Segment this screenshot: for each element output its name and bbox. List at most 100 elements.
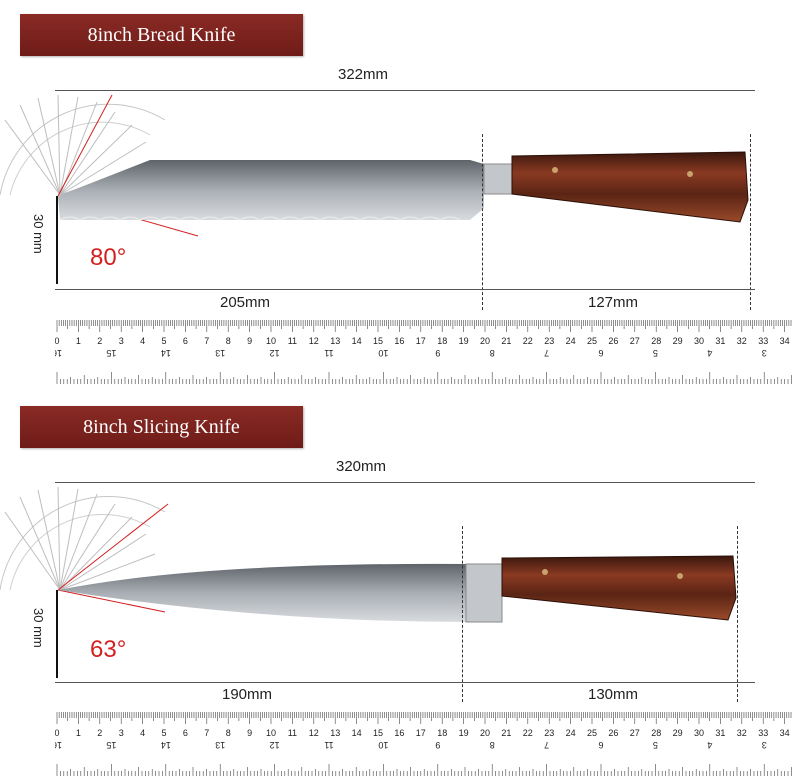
handle-length-label: 127mm [588,294,639,311]
ruler-cm-label: 27 [630,728,640,738]
ruler-cm-label: 5 [161,728,166,738]
ruler-cm-label: 11 [288,336,297,346]
ruler-cm-label: 17 [416,728,426,738]
ruler-cm-label: 17 [416,336,426,346]
handle-end-divider [750,134,751,310]
segment-line [55,682,755,683]
total-length-label: 322mm [338,66,389,83]
ruler-cm-label: 10 [266,728,276,738]
ruler-cm-label: 13 [330,336,340,346]
ruler-cm-label: 15 [373,336,383,346]
ruler-inch-label: 11 [324,740,333,750]
ruler-cm-label: 32 [737,336,747,346]
knife-handle [501,555,737,621]
total-length-label: 320mm [336,458,387,475]
ruler-cm-label: 31 [715,336,725,346]
ruler-cm-label: 25 [587,728,597,738]
ruler-cm-label: 29 [673,336,683,346]
ruler-cm-label: 8 [226,728,231,738]
bolster [483,163,513,195]
ruler-inch-label: 12 [270,740,280,750]
ruler-cm-label: 21 [501,728,511,738]
ruler-inch-label: 3 [762,348,767,358]
ruler-cm-label: 9 [247,336,252,346]
ruler-cm-label: 6 [183,728,188,738]
ruler-cm-label: 29 [673,728,683,738]
bread-knife-section: 8inch Bread Knife 322mm [0,14,792,384]
ruler-cm-label: 21 [501,336,511,346]
ruler-cm-label: 19 [459,336,469,346]
ruler-cm-label: 22 [523,336,533,346]
ruler-cm-label: 30 [694,336,704,346]
ruler-cm-label: 1 [76,336,81,346]
ruler-cm-label: 10 [266,336,276,346]
ruler-inch-label: 13 [215,740,225,750]
ruler-inch-label: 10 [378,740,388,750]
height-label: 30 mm [31,608,46,648]
section-title-banner: 8inch Slicing Knife [20,406,303,448]
ruler-cm-label: 12 [309,728,319,738]
ruler-inch-label: 14 [161,740,171,750]
angle-line-lower [57,589,166,613]
ruler-inch-label: 8 [490,740,495,750]
ruler-inch-label: 9 [435,348,440,358]
ruler-cm-label: 1 [76,728,81,738]
slicing-knife-illustration [0,486,737,623]
ruler-cm-label: 22 [523,728,533,738]
ruler-cm-label: 32 [737,728,747,738]
ruler-cm-label: 5 [161,336,166,346]
ruler-cm-label: 26 [608,336,618,346]
ruler-inch-label: 10 [378,348,388,358]
ruler-inch-label: 4 [707,740,712,750]
ruler-cm-label: 8 [226,336,231,346]
ruler-cm-label: 30 [694,728,704,738]
ruler-cm-label: 24 [566,336,576,346]
ruler-cm-label: 26 [608,728,618,738]
angle-line-upper [57,503,169,591]
ruler-cm-label: 6 [183,336,188,346]
ruler-cm-label: 0 [55,336,60,346]
ruler-cm-label: 2 [97,728,102,738]
serrated-edge [59,216,461,221]
ruler-cm-label: 33 [758,336,768,346]
ruler-inch-label: 7 [544,348,549,358]
bolster [465,563,503,623]
ruler-cm-label: 18 [437,728,447,738]
ruler-cm-label: 4 [140,728,145,738]
slicing-knife-section: 8inch Slicing Knife 320mm [0,392,800,784]
ruler-cm-label: 19 [459,728,469,738]
ruler-inch-label: 16 [55,348,62,358]
ruler-cm-label: 34 [780,336,790,346]
ruler-cm-label: 34 [780,728,790,738]
blade-length-label: 190mm [222,686,273,703]
blade-divider [482,134,483,310]
ruler-inch-label: 5 [653,740,658,750]
ruler-cm-label: 7 [204,728,209,738]
ruler-cm-label: 23 [544,336,554,346]
ruler-inch-label: 9 [435,740,440,750]
blade-divider [462,526,463,702]
ruler-cm-label: 18 [437,336,447,346]
ruler-cm-label: 20 [480,728,490,738]
ruler-inch-label: 7 [544,740,549,750]
height-bar [56,590,58,678]
ruler-inch-label: 14 [161,348,171,358]
ruler-cm-label: 3 [119,336,124,346]
blade-length-label: 205mm [220,294,271,311]
ruler-cm-label: 24 [566,728,576,738]
bread-knife-illustration [0,94,749,237]
ruler-cm-label: 0 [55,728,60,738]
section-title-banner: 8inch Bread Knife [20,14,303,56]
ruler-cm-label: 13 [330,728,340,738]
total-length-line [55,90,755,91]
ruler-inch-label: 12 [270,348,280,358]
ruler-inch-label: 6 [598,740,603,750]
ruler-inch-label: 15 [106,348,116,358]
total-length-line [55,482,755,483]
ruler-cm-label: 23 [544,728,554,738]
knife-handle [511,151,749,223]
ruler-cm-label: 33 [758,728,768,738]
ruler-cm-label: 3 [119,728,124,738]
ruler-inch-label: 11 [324,348,333,358]
ruler-cm-label: 2 [97,336,102,346]
